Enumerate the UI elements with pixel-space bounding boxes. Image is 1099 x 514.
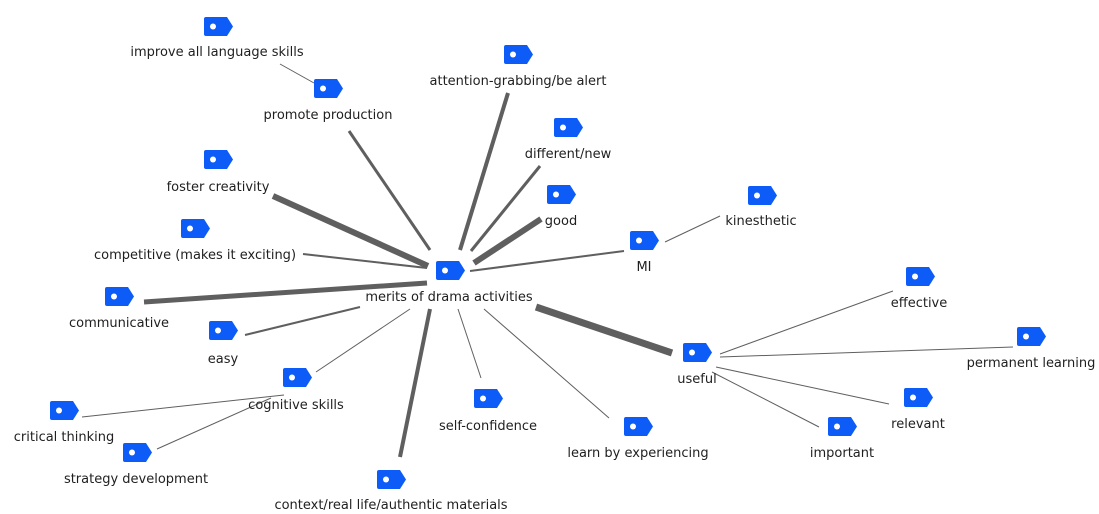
edge-root-experiencing	[483, 308, 610, 419]
code-tag-icon[interactable]	[202, 16, 234, 37]
code-tag-icon[interactable]	[545, 184, 577, 205]
code-tag-icon[interactable]	[902, 387, 934, 408]
code-tag-icon[interactable]	[502, 44, 534, 65]
code-tag-icon[interactable]	[472, 388, 504, 409]
node-label-relevant: relevant	[891, 417, 945, 432]
node-label-foster: foster creativity	[166, 180, 270, 195]
node-label-root: merits of drama activities	[365, 290, 533, 305]
edge-cognitive-critical	[81, 394, 285, 418]
node-label-different: different/new	[524, 147, 612, 162]
edge-root-promote	[347, 130, 432, 251]
node-label-communicative: communicative	[68, 316, 170, 331]
code-tag-icon[interactable]	[622, 416, 654, 437]
node-label-cognitive: cognitive skills	[248, 398, 344, 413]
node-label-critical: critical thinking	[13, 430, 115, 445]
node-label-easy: easy	[207, 352, 239, 367]
code-tag-icon[interactable]	[103, 286, 135, 307]
node-label-promote: promote production	[263, 108, 393, 123]
edge-root-foster	[271, 193, 430, 269]
code-tag-icon[interactable]	[375, 469, 407, 490]
edge-cognitive-strategy	[156, 397, 272, 450]
code-tag-icon[interactable]	[628, 230, 660, 251]
edge-root-different	[469, 165, 542, 252]
edge-root-context	[398, 308, 432, 458]
edge-root-attention	[458, 92, 510, 251]
edge-mi-kinesthetic	[664, 215, 721, 243]
node-label-competitive: competitive (makes it exciting)	[93, 248, 297, 263]
code-tag-icon[interactable]	[746, 185, 778, 206]
code-tag-icon[interactable]	[281, 367, 313, 388]
code-tag-icon[interactable]	[207, 320, 239, 341]
code-tag-icon[interactable]	[1015, 326, 1047, 347]
node-label-strategy: strategy development	[63, 472, 209, 487]
edge-root-easy	[244, 306, 361, 336]
node-label-experiencing: learn by experiencing	[567, 446, 709, 461]
code-tag-icon[interactable]	[202, 149, 234, 170]
code-tag-icon[interactable]	[552, 117, 584, 138]
node-label-kinesthetic: kinesthetic	[725, 214, 797, 229]
edge-useful-important	[711, 371, 820, 428]
node-label-good: good	[544, 214, 578, 229]
edge-improve-promote	[279, 63, 315, 84]
edge-useful-relevant	[715, 366, 890, 405]
node-label-selfconf: self-confidence	[438, 419, 538, 434]
edge-root-communicative	[143, 280, 428, 305]
edge-useful-effective	[719, 290, 894, 355]
edge-root-mi	[469, 250, 625, 272]
code-tag-icon[interactable]	[312, 78, 344, 99]
node-label-important: important	[809, 446, 875, 461]
code-tag-icon[interactable]	[179, 218, 211, 239]
edge-root-useful	[534, 303, 674, 357]
node-label-permanent: permanent learning	[966, 356, 1096, 371]
code-tag-icon[interactable]	[904, 266, 936, 287]
node-label-attention: attention-grabbing/be alert	[429, 74, 607, 89]
edge-root-cognitive	[315, 308, 411, 373]
node-label-useful: useful	[677, 372, 717, 387]
node-label-mi: MI	[636, 260, 652, 275]
edge-useful-permanent	[719, 346, 1014, 358]
edge-root-selfconf	[457, 308, 482, 379]
code-tag-icon[interactable]	[681, 342, 713, 363]
node-label-context: context/real life/authentic materials	[274, 498, 508, 513]
node-label-improve: improve all language skills	[130, 45, 304, 60]
edge-root-good	[472, 216, 543, 266]
code-tag-icon[interactable]	[826, 416, 858, 437]
code-tag-icon[interactable]	[48, 400, 80, 421]
edge-root-competitive	[302, 253, 428, 269]
code-tag-icon[interactable]	[434, 260, 466, 281]
node-label-effective: effective	[890, 296, 948, 311]
code-tag-icon[interactable]	[121, 442, 153, 463]
